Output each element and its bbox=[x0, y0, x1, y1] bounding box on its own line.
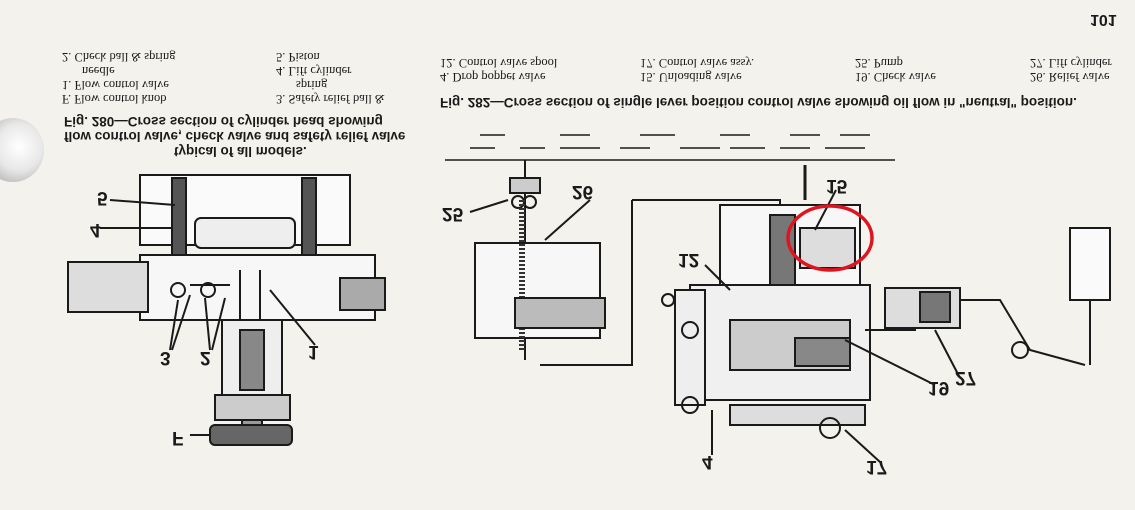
callout-label: 19 bbox=[928, 377, 950, 398]
callout-label: 1 bbox=[308, 341, 319, 362]
callout-label: 25 bbox=[442, 203, 464, 224]
callout-label: 2 bbox=[200, 347, 211, 368]
fig280-drawing bbox=[67, 174, 386, 446]
callout-label: 15 bbox=[826, 175, 848, 196]
callout-label: 27 bbox=[955, 367, 977, 388]
fig282-drawing bbox=[445, 134, 1111, 463]
callout-label: 5 bbox=[97, 187, 108, 208]
callout-label: 4 bbox=[702, 451, 713, 472]
highlight-circle bbox=[786, 204, 874, 272]
callout-label: 26 bbox=[572, 181, 594, 202]
callout-label: 12 bbox=[678, 249, 700, 270]
callout-label: F bbox=[172, 427, 184, 448]
callout-label: 3 bbox=[160, 347, 171, 368]
callout-label: 4 bbox=[90, 219, 101, 240]
callout-label: 17 bbox=[866, 456, 888, 477]
